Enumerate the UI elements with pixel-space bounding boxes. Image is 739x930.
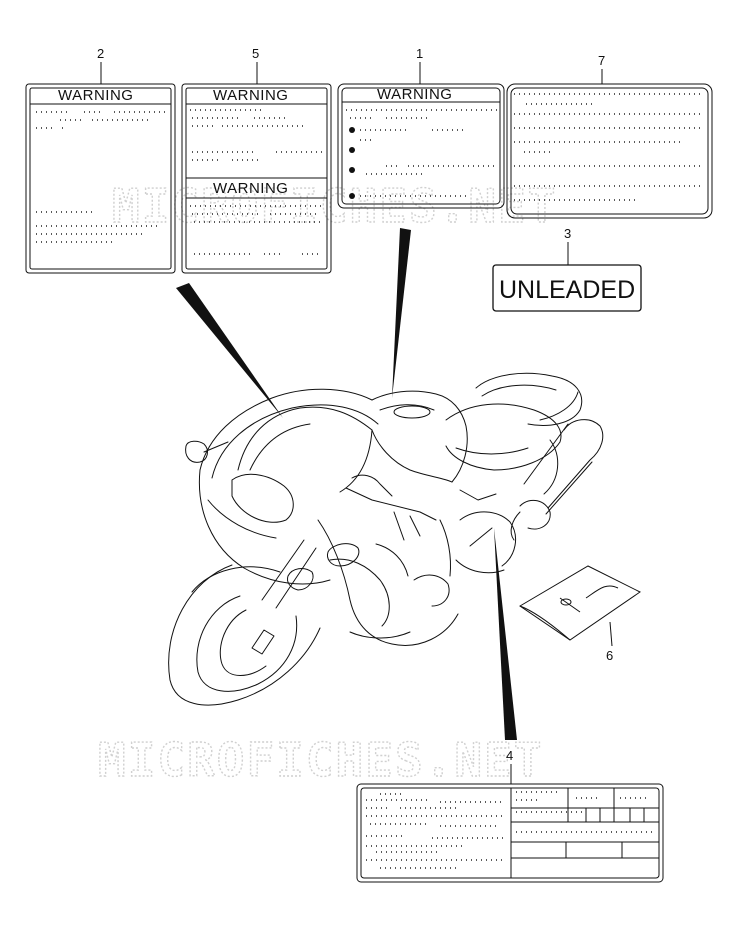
label-1-outline bbox=[337, 83, 505, 209]
motorcycle-illustration bbox=[168, 372, 604, 706]
label-5-warning-title-top: WARNING bbox=[213, 87, 288, 104]
label-4[interactable]: 4 bbox=[356, 748, 664, 883]
label-1-warning-title: WARNING bbox=[377, 86, 452, 103]
watermark-bottom: MICROFICHES.NET bbox=[98, 733, 543, 787]
label-5-outline bbox=[181, 83, 332, 274]
label-1[interactable]: 1 WARNING bbox=[337, 46, 505, 209]
label-3-outline bbox=[492, 264, 642, 312]
pointer-label-2 bbox=[176, 283, 283, 418]
callout-number-7: 7 bbox=[598, 53, 605, 68]
leader-line-6 bbox=[609, 621, 613, 647]
callout-number-3: 3 bbox=[564, 226, 571, 241]
label-2[interactable]: 2 WARNING bbox=[25, 46, 176, 274]
callout-number-2: 2 bbox=[97, 46, 104, 61]
part-6-outline bbox=[519, 565, 641, 641]
part-6[interactable]: 6 bbox=[519, 565, 641, 663]
label-7[interactable]: 7 bbox=[506, 53, 713, 219]
callout-number-4: 4 bbox=[506, 748, 513, 763]
callout-number-6: 6 bbox=[606, 648, 613, 663]
label-2-warning-title: WARNING bbox=[58, 87, 133, 104]
label-5[interactable]: 5 WARNING WARNING bbox=[181, 46, 332, 274]
label-3-unleaded-text: UNLEADED bbox=[499, 276, 635, 304]
label-4-outline bbox=[356, 783, 664, 883]
label-3[interactable]: 3 UNLEADED bbox=[492, 226, 642, 312]
label-7-outline bbox=[506, 83, 713, 219]
watermark-top: MICROFICHES.NET bbox=[112, 179, 557, 233]
callout-number-5: 5 bbox=[252, 46, 259, 61]
label-5-warning-title-bottom: WARNING bbox=[213, 180, 288, 197]
pointer-label-1 bbox=[392, 228, 411, 398]
callout-number-1: 1 bbox=[416, 46, 423, 61]
pointer-label-4 bbox=[494, 528, 517, 740]
label-2-outline bbox=[25, 83, 176, 274]
